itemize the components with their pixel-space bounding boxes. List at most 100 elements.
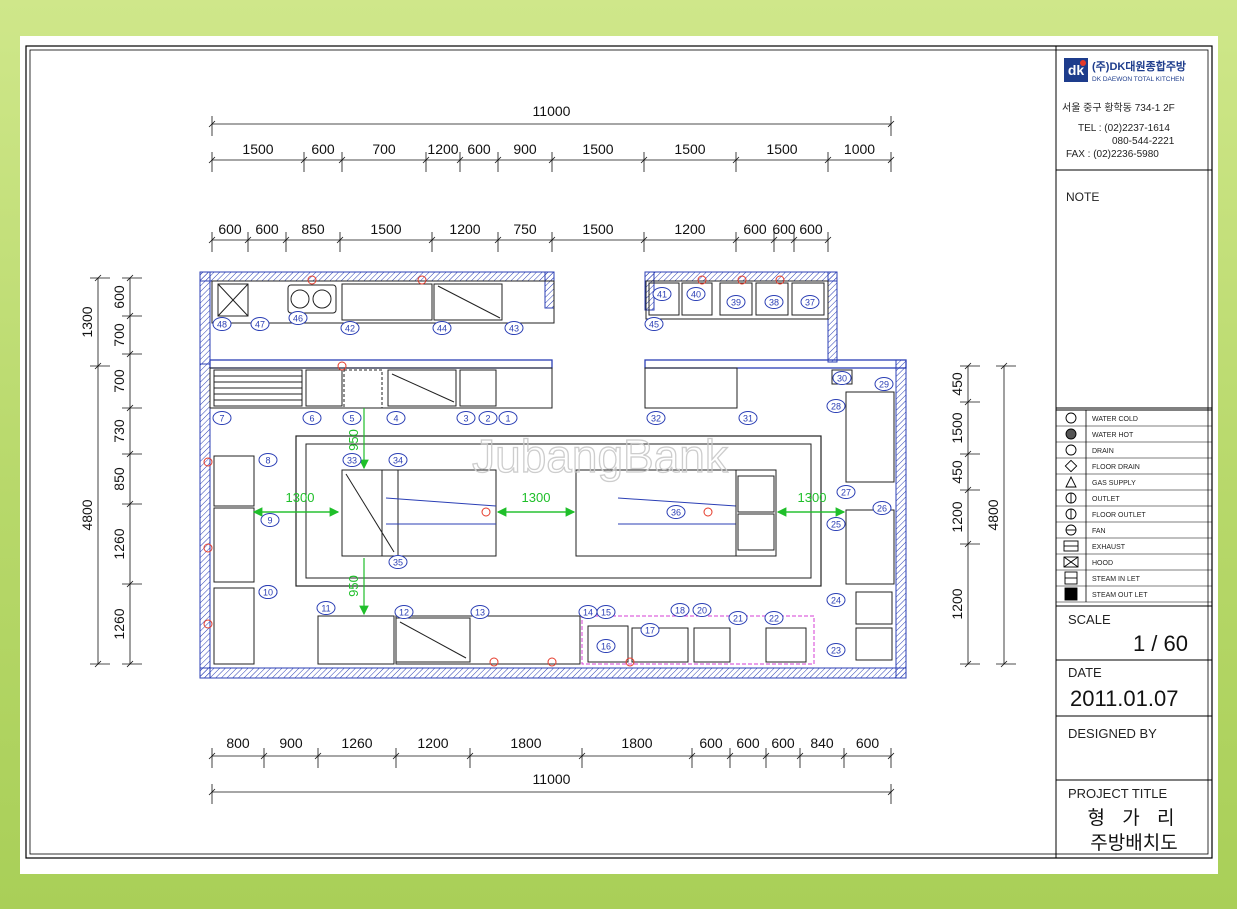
dimension-label: 1500 <box>949 412 965 443</box>
kitchen-layout-drawing: dk (주)DK대원종합주방 DK DAEWON TOTAL KITCHEN 서… <box>25 45 1213 859</box>
equipment-bubble: 8 <box>258 453 278 467</box>
svg-text:46: 46 <box>293 314 303 324</box>
dimension-label: 840 <box>810 735 834 751</box>
legend-label: OUTLET <box>1092 496 1120 503</box>
dimension-label: 1500 <box>582 221 613 237</box>
svg-text:13: 13 <box>475 608 485 618</box>
drawing-sheet: dk (주)DK대원종합주방 DK DAEWON TOTAL KITCHEN 서… <box>20 36 1218 874</box>
dimension-label: 1300 <box>79 306 95 337</box>
svg-text:25: 25 <box>831 520 841 530</box>
equipment-bubble: 17 <box>640 623 660 637</box>
svg-text:34: 34 <box>393 456 403 466</box>
equipment-bubble: 4 <box>386 411 406 425</box>
equipment-bubble: 30 <box>832 371 852 385</box>
svg-text:20: 20 <box>697 606 707 616</box>
company-name: (주)DK대원종합주방 <box>1092 59 1186 73</box>
dimension-label: 1260 <box>111 608 127 639</box>
equipment-bubble: 22 <box>764 611 784 625</box>
equipment-bubble: 21 <box>728 611 748 625</box>
equipment-bubble: 46 <box>288 311 308 325</box>
dimension-label: 600 <box>772 221 796 237</box>
note-label: NOTE <box>1066 190 1099 204</box>
svg-text:33: 33 <box>347 456 357 466</box>
dimension-label: 730 <box>111 419 127 443</box>
dimension-label: 450 <box>949 460 965 484</box>
equipment-bubble: 38 <box>764 295 784 309</box>
dimension-label: 1500 <box>674 141 705 157</box>
drain-icon <box>1065 444 1077 456</box>
equipment-bubble: 18 <box>670 603 690 617</box>
equipment-bubble: 40 <box>686 287 706 301</box>
dimension-label: 1000 <box>844 141 875 157</box>
aisle-label: 950 <box>346 429 361 451</box>
company-fax: FAX : (02)2236-5980 <box>1066 149 1159 160</box>
equipment-bubble: 5 <box>342 411 362 425</box>
dimension-label: 600 <box>699 735 723 751</box>
dimension-label: 1200 <box>417 735 448 751</box>
svg-text:2: 2 <box>485 414 490 424</box>
svg-text:42: 42 <box>345 324 355 334</box>
aisle-label: 950 <box>346 575 361 597</box>
middle-counters <box>209 367 853 409</box>
dimension-label: 1200 <box>674 221 705 237</box>
dimension-label: 1200 <box>949 588 965 619</box>
company-tel2: 080-544-2221 <box>1112 136 1175 147</box>
svg-text:30: 30 <box>837 374 847 384</box>
floor-outlet-icon <box>1065 508 1077 520</box>
equipment-bubble: 41 <box>652 287 672 301</box>
dimension-label: 1200 <box>427 141 458 157</box>
water-cold-icon <box>1065 412 1077 424</box>
equipment-bubble: 33 <box>342 453 362 467</box>
equipment-bubble: 29 <box>874 377 894 391</box>
gas-supply-icon <box>1065 475 1077 488</box>
legend-label: EXHAUST <box>1092 544 1126 551</box>
svg-text:7: 7 <box>219 414 224 424</box>
dimension-label: 600 <box>771 735 795 751</box>
project-subtitle: 주방배치도 <box>1090 832 1177 854</box>
company-address: 서울 중구 황학동 734-1 2F <box>1062 102 1175 114</box>
svg-text:15: 15 <box>601 608 611 618</box>
dimension-label: 850 <box>301 221 325 237</box>
svg-text:6: 6 <box>309 414 314 424</box>
svg-text:4: 4 <box>393 414 398 424</box>
aisle-label: 1300 <box>798 490 827 505</box>
outer-border <box>25 45 1213 859</box>
inner-border <box>29 49 1209 855</box>
dimension-label: 11000 <box>533 771 571 787</box>
svg-text:16: 16 <box>601 642 611 652</box>
dimension-label: 800 <box>226 735 250 751</box>
svg-text:29: 29 <box>879 380 889 390</box>
svg-text:38: 38 <box>769 298 779 308</box>
outlet-icon <box>1065 492 1077 504</box>
svg-text:35: 35 <box>393 558 403 568</box>
equipment-bubble: 35 <box>388 555 408 569</box>
legend-label: FLOOR DRAIN <box>1092 464 1140 471</box>
dimension-label: 1200 <box>949 501 965 532</box>
aisle-label: 1300 <box>286 490 315 505</box>
equipment-bubble: 44 <box>432 321 452 335</box>
project-title-label: PROJECT TITLE <box>1068 786 1168 801</box>
fan-icon <box>1065 524 1077 536</box>
legend-label: DRAIN <box>1092 448 1114 455</box>
dimension-label: 600 <box>799 221 823 237</box>
svg-text:3: 3 <box>463 414 468 424</box>
dimension-label: 1800 <box>510 735 541 751</box>
equipment-bubble: 36 <box>666 505 686 519</box>
equipment-bubble: 6 <box>302 411 322 425</box>
svg-text:36: 36 <box>671 508 681 518</box>
company-tel: TEL : (02)2237-1614 <box>1078 123 1170 134</box>
equipment-bubble: 24 <box>826 593 846 607</box>
svg-text:21: 21 <box>733 614 743 624</box>
svg-text:32: 32 <box>651 414 661 424</box>
scale-label: SCALE <box>1068 612 1111 627</box>
equipment-bubble: 25 <box>826 517 846 531</box>
watermark: JubangBank <box>472 430 729 482</box>
equipment-bubble: 43 <box>504 321 524 335</box>
equipment-bubble: 37 <box>800 295 820 309</box>
svg-text:48: 48 <box>217 320 227 330</box>
equipment-bubble: 23 <box>826 643 846 657</box>
